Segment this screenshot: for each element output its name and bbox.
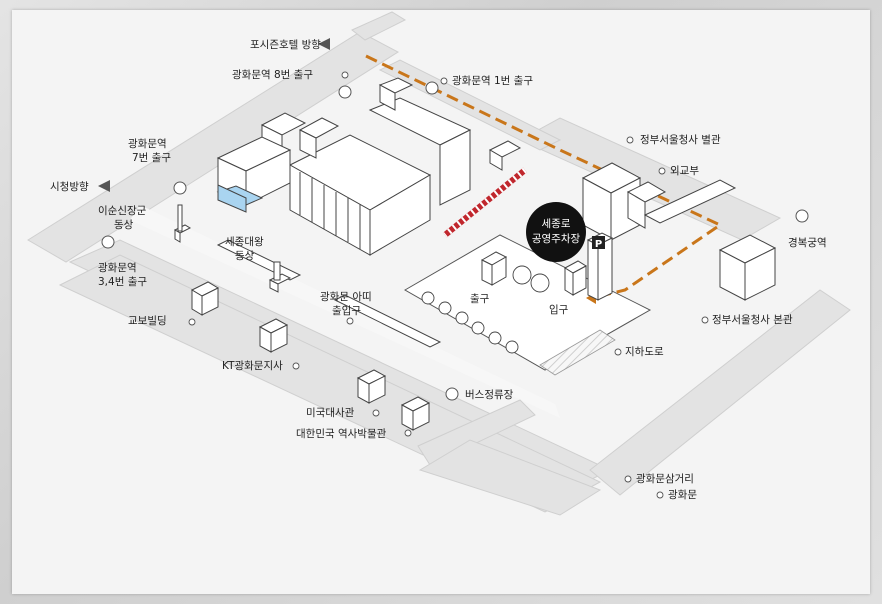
label-yisunsin-l1: 이순신장군 [98, 205, 147, 217]
metro-icon [425, 81, 439, 95]
road-south-left [417, 399, 536, 466]
leader-dots [188, 71, 709, 499]
label-mofa: 외교부 [670, 165, 699, 177]
label-exit34-l2: 3,4번 출구 [98, 276, 147, 288]
metro-icon [795, 209, 809, 223]
bus-icon [445, 387, 459, 401]
label-gwanghwamun-gate: 광화문 [668, 489, 697, 501]
label-exit7-l2: 7번 출구 [132, 152, 171, 164]
road-top-stub [351, 11, 407, 41]
metro-icon [101, 235, 115, 249]
direction-arrows [98, 38, 330, 192]
metro-icon [338, 85, 352, 99]
label-exit34-l1: 광화문역 [98, 262, 137, 274]
parking-sign: P [592, 236, 605, 250]
road-north-upper [27, 31, 399, 263]
label-us-embassy: 미국대사관 [306, 407, 355, 419]
label-city-hall: 시청방향 [50, 181, 89, 193]
label-sejong-l1: 세종대왕 [225, 236, 264, 248]
parking-ramp [539, 329, 616, 376]
label-four-seasons: 포시즌호텔 방향 [250, 39, 321, 51]
label-exit7-l1: 광화문역 [128, 138, 167, 150]
label-agora-l2: 출입구 [332, 304, 361, 317]
arrow-left-icon [98, 180, 110, 192]
label-entrance: 입구 [549, 303, 569, 316]
drive-route [443, 167, 527, 238]
metro-icons [101, 81, 809, 401]
label-gov-main: 정부서울청사 본관 [712, 314, 793, 326]
arrow-left-icon [318, 38, 330, 50]
parking-sign-letter: P [595, 239, 602, 250]
label-kt: KT광화문지사 [222, 360, 283, 372]
parking-badge: 세종로 공영주차장 [526, 202, 586, 262]
metro-icon [173, 181, 187, 195]
label-gwanghwamun-intersection: 광화문삼거리 [636, 473, 694, 485]
label-kyobo: 교보빌딩 [128, 315, 167, 327]
parking-badge-line2: 공영주차장 [532, 233, 581, 245]
label-gov-annex: 정부서울청사 별관 [640, 134, 721, 146]
label-underpass: 지하도로 [625, 345, 664, 358]
sejong-center-side [369, 174, 431, 256]
label-agora-l1: 광화문 아띠 [320, 291, 372, 303]
label-yisunsin-l2: 동상 [114, 219, 134, 231]
label-gyeongbokgung: 경복궁역 [788, 236, 827, 249]
labels: 포시즌호텔 방향 광화문역 8번 출구 광화문역 1번 출구 광화문역 7번 출… [50, 39, 827, 501]
road-bottom [418, 439, 602, 516]
buildings [190, 77, 777, 431]
highlight-building [216, 136, 292, 213]
statues [173, 204, 292, 293]
road-east-main [589, 289, 851, 496]
label-exit1: 광화문역 1번 출구 [452, 75, 533, 87]
label-exit8: 광화문역 8번 출구 [232, 69, 313, 81]
trees [421, 265, 550, 354]
label-exit: 출구 [470, 293, 490, 305]
label-sejong-l2: 동상 [235, 250, 255, 262]
parking-badge-line1: 세종로 [542, 218, 571, 230]
label-history-museum: 대한민국 역사박물관 [296, 428, 387, 440]
label-bus-stop: 버스정류장 [465, 389, 514, 401]
